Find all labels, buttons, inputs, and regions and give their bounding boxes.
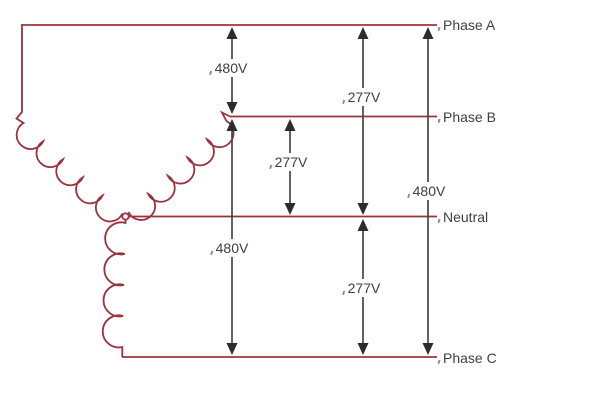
arrowhead-up-icon: [357, 27, 369, 39]
phase-a-label: Phase A: [437, 17, 495, 33]
voltage-label-a-neutral: 277V: [341, 88, 385, 106]
arrowhead-down-icon: [226, 102, 238, 114]
voltage-label-a-b: 480V: [208, 59, 252, 77]
phase-c-label: Phase C: [437, 350, 497, 366]
arrowhead-down-icon: [357, 203, 369, 215]
arrowhead-up-icon: [422, 27, 434, 39]
voltage-arrow-b-c: [226, 119, 238, 355]
winding-phase-a-left: [15, 24, 124, 223]
voltage-label-b-c: 480V: [209, 239, 253, 257]
arrowhead-up-icon: [226, 119, 238, 131]
voltage-label-b-neutral: 277V: [268, 153, 312, 171]
arrowhead-down-icon: [422, 343, 434, 355]
arrowhead-up-icon: [357, 219, 369, 231]
winding-phase-b-right: [127, 110, 235, 221]
phase-b-label: Phase B: [437, 109, 496, 125]
neutral-junction-dot: [121, 212, 130, 221]
arrowhead-down-icon: [357, 343, 369, 355]
arrowhead-up-icon: [284, 119, 296, 131]
neutral-label: Neutral: [437, 209, 488, 225]
voltage-label-a-c: 480V: [406, 182, 450, 200]
arrowhead-down-icon: [226, 343, 238, 355]
winding-phase-c-bottom: [101, 220, 127, 357]
arrowhead-down-icon: [284, 203, 296, 215]
voltage-arrow-a-neutral: [357, 27, 369, 215]
arrowhead-up-icon: [226, 27, 238, 39]
voltage-label-neutral-c: 277V: [341, 279, 385, 297]
